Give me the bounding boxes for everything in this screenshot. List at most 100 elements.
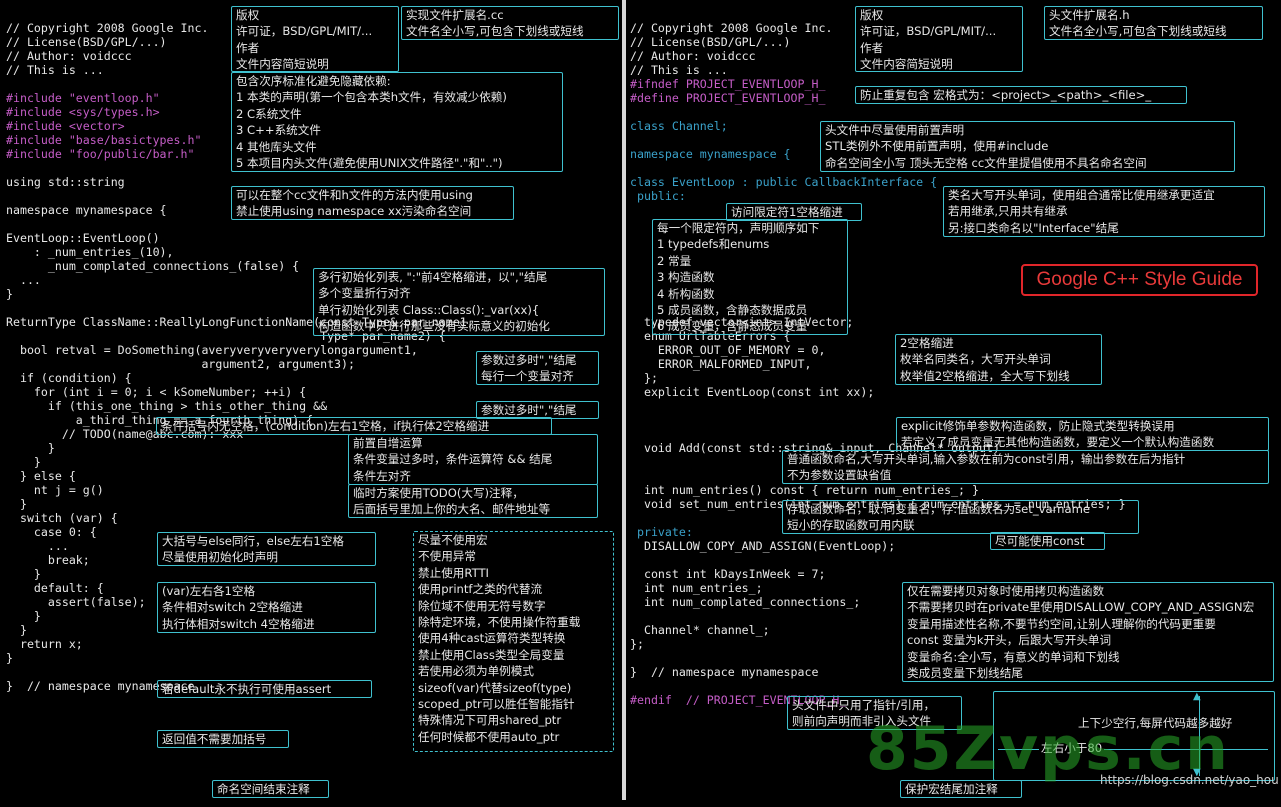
code-line: bool retval = DoSomething(averyveryveryv…	[6, 343, 418, 357]
code-line: assert(false);	[6, 595, 146, 609]
left-code: // Copyright 2008 Google Inc. // License…	[6, 7, 474, 707]
code-line: EventLoop::EventLoop()	[6, 231, 160, 245]
code-line: private:	[630, 525, 693, 539]
note-class-name: 类名大写开头单词，使用组合通常比使用继承更适宜 若用继承,只用共有继承 另:接口…	[943, 186, 1265, 237]
note-accessor: 存取函数命名，取:同变量名，存:值函数名为set_varname 短小的存取函数…	[782, 500, 1139, 534]
code-line: };	[630, 371, 658, 385]
note-explicit: explicit修饰单参数构造函数，防止隐式类型转换误用 若定义了成员变量无其他…	[896, 417, 1269, 451]
note-default: 若default永不执行可使用assert	[157, 680, 372, 698]
code-line: typedef vector<int> IntVector;	[630, 315, 854, 329]
note-namespace-end: 命名空间结束注释	[212, 780, 329, 798]
note-use-const: 尽可能使用const	[990, 532, 1105, 550]
code-line: } // namespace mynamespace	[630, 665, 819, 679]
code-line: }	[6, 651, 13, 665]
code-line: // Author: voidccc	[6, 49, 132, 63]
code-line: DISALLOW_COPY_AND_ASSIGN(EventLoop);	[630, 539, 896, 553]
code-line: _num_complated_connections_(false) {	[6, 259, 300, 273]
code-line: #include <vector>	[6, 119, 125, 133]
code-line: #include "eventloop.h"	[6, 91, 160, 105]
code-line: namespace mynamespace {	[6, 203, 167, 217]
code-line: class Channel;	[630, 119, 728, 133]
code-line: Type* par_name2) {	[6, 329, 446, 343]
pane-divider[interactable]	[622, 0, 626, 800]
note-file-header-left: 版权 许可证，BSD/GPL/MIT/... 作者 文件内容简短说明	[231, 6, 399, 72]
code-line: explicit EventLoop(const int xx);	[630, 385, 875, 399]
code-line: }	[6, 567, 41, 581]
code-line: ...	[6, 539, 69, 553]
code-line: // This is ...	[630, 63, 728, 77]
arrow-down-icon: ▼	[1193, 767, 1201, 778]
code-line: if (condition) {	[6, 371, 132, 385]
note-switch: (var)左右各1空格 条件相对switch 2空格缩进 执行体相对switch…	[157, 582, 376, 633]
note-endif-comment: 保护宏结尾加注释	[900, 780, 1022, 798]
code-line: break;	[6, 553, 90, 567]
code-line: case 0: {	[6, 525, 97, 539]
code-line: for (int i = 0; i < kSomeNumber; ++i) {	[6, 385, 307, 399]
code-line: class EventLoop : public CallbackInterfa…	[630, 175, 938, 189]
right-editor-pane[interactable]: // Copyright 2008 Google Inc. // License…	[626, 0, 1281, 800]
note-function-naming: 普通函数命名,大写开头单词,输入参数在前为const引用，输出参数在后为指针 不…	[782, 450, 1269, 484]
note-left-right-label: 左右小于80	[1039, 740, 1105, 757]
right-code: // Copyright 2008 Google Inc. // License…	[630, 7, 1126, 721]
code-line: // This is ...	[6, 63, 104, 77]
note-using: 可以在整个cc文件和h文件的方法内使用using 禁止使用using names…	[231, 186, 514, 220]
code-line: #ifndef PROJECT_EVENTLOOP_H_	[630, 77, 826, 91]
code-line: Channel* channel_;	[630, 623, 770, 637]
code-line: }	[6, 441, 55, 455]
note-else: 大括号与else同行，else左右1空格 尽量使用初始化时声明	[157, 532, 376, 566]
code-line: }	[6, 623, 27, 637]
code-line: int num_complated_connections_;	[630, 595, 861, 609]
code-line: ReturnType ClassName::ReallyLongFunction…	[6, 315, 474, 329]
code-line: // Copyright 2008 Google Inc.	[630, 21, 833, 35]
arrow-up-icon: ▲	[1193, 691, 1201, 702]
arrow-horizontal-icon	[998, 749, 1268, 750]
code-line: int num_entries() const { return num_ent…	[630, 483, 980, 497]
code-line: // Author: voidccc	[630, 49, 756, 63]
watermark-logo: 85Zvps.cn	[866, 714, 1230, 784]
code-line: const int kDaysInWeek = 7;	[630, 567, 826, 581]
note-screen-space-label: 上下少空行,每屏代码越多越好	[1078, 716, 1233, 730]
code-line: // License(BSD/GPL/...)	[630, 35, 791, 49]
code-line: } else {	[6, 469, 76, 483]
code-line: void Add(const std::string& input, Chann…	[630, 441, 1000, 455]
code-line: }	[6, 455, 41, 469]
arrow-vertical-icon	[1199, 696, 1200, 776]
note-file-ext-h: 头文件扩展名.h 文件名全小写,可包含下划线或短线	[1044, 6, 1263, 40]
code-line: // Copyright 2008 Google Inc.	[6, 21, 209, 35]
code-line: ERROR_OUT_OF_MEMORY = 0,	[630, 343, 826, 357]
note-include-guard: 防止重复包含 宏格式为：<project>_<path>_<file>_	[855, 86, 1187, 104]
code-line: #include "foo/public/bar.h"	[6, 147, 195, 161]
note-private: 仅在需要拷贝对象时使用拷贝构造函数 不需要拷贝时在private里使用DISAL…	[902, 582, 1274, 682]
code-line: a_third_thing == a_fourth_thing) {	[6, 413, 314, 427]
code-line: public:	[630, 189, 686, 203]
note-params-2: 参数过多时","结尾	[476, 401, 599, 419]
note-declaration-order: 每一个限定符内，声明顺序如下 1 typedefs和enums 2 常量 3 构…	[652, 219, 848, 335]
note-init-list: 多行初始化列表, ":"前4空格缩进，以","结尾 多个变量折行对齐 单行初始化…	[313, 268, 605, 336]
left-editor-pane[interactable]: // Copyright 2008 Google Inc. // License…	[0, 0, 622, 800]
code-line: ERROR_MALFORMED_INPUT,	[630, 357, 812, 371]
code-line: } // namespace mynamespace	[6, 679, 195, 693]
code-line: #define PROJECT_EVENTLOOP_H_	[630, 91, 826, 105]
note-pointer-forward: 头文件中只用了指针/引用， 则前向声明而非引入头文件	[787, 696, 962, 730]
code-line: : _num_entries_(10),	[6, 245, 174, 259]
code-line: enum UrlTableErrors {	[630, 329, 791, 343]
code-line: nt j = g()	[6, 483, 104, 497]
note-file-ext-cc: 实现文件扩展名.cc 文件名全小写,可包含下划线或短线	[401, 6, 619, 40]
note-params: 参数过多时","结尾 每行一个变量对齐	[476, 351, 599, 385]
code-line: ...	[6, 273, 41, 287]
code-line: default: {	[6, 581, 104, 595]
google-style-guide-title: Google C++ Style Guide	[1021, 264, 1258, 296]
code-line: int num_entries_;	[630, 581, 763, 595]
code-line: }	[6, 497, 27, 511]
watermark-url: https://blog.csdn.net/yao_hou	[1100, 773, 1279, 787]
code-line: if (this_one_thing > this_other_thing &&	[6, 399, 328, 413]
note-return: 返回值不需要加括号	[157, 730, 289, 748]
note-include-order: 包含次序标准化避免隐藏依赖: 1 本类的声明(第一个包含本类h文件，有效减少依赖…	[231, 72, 563, 172]
code-line: #include "base/basictypes.h"	[6, 133, 202, 147]
note-forward-decl: 头文件中尽量使用前置声明 STL类例外不使用前置声明，使用#include 命名…	[820, 121, 1235, 172]
note-if-paren: 条件括号内无空格，(condition)左右1空格，if执行体2空格缩进	[156, 417, 552, 435]
code-line: };	[630, 637, 644, 651]
note-file-header-right: 版权 许可证，BSD/GPL/MIT/... 作者 文件内容简短说明	[855, 6, 1023, 72]
code-line: // License(BSD/GPL/...)	[6, 35, 167, 49]
note-for-ops: 前置自增运算 条件变量过多时，条件运算符 && 结尾 条件左对齐	[348, 434, 598, 485]
